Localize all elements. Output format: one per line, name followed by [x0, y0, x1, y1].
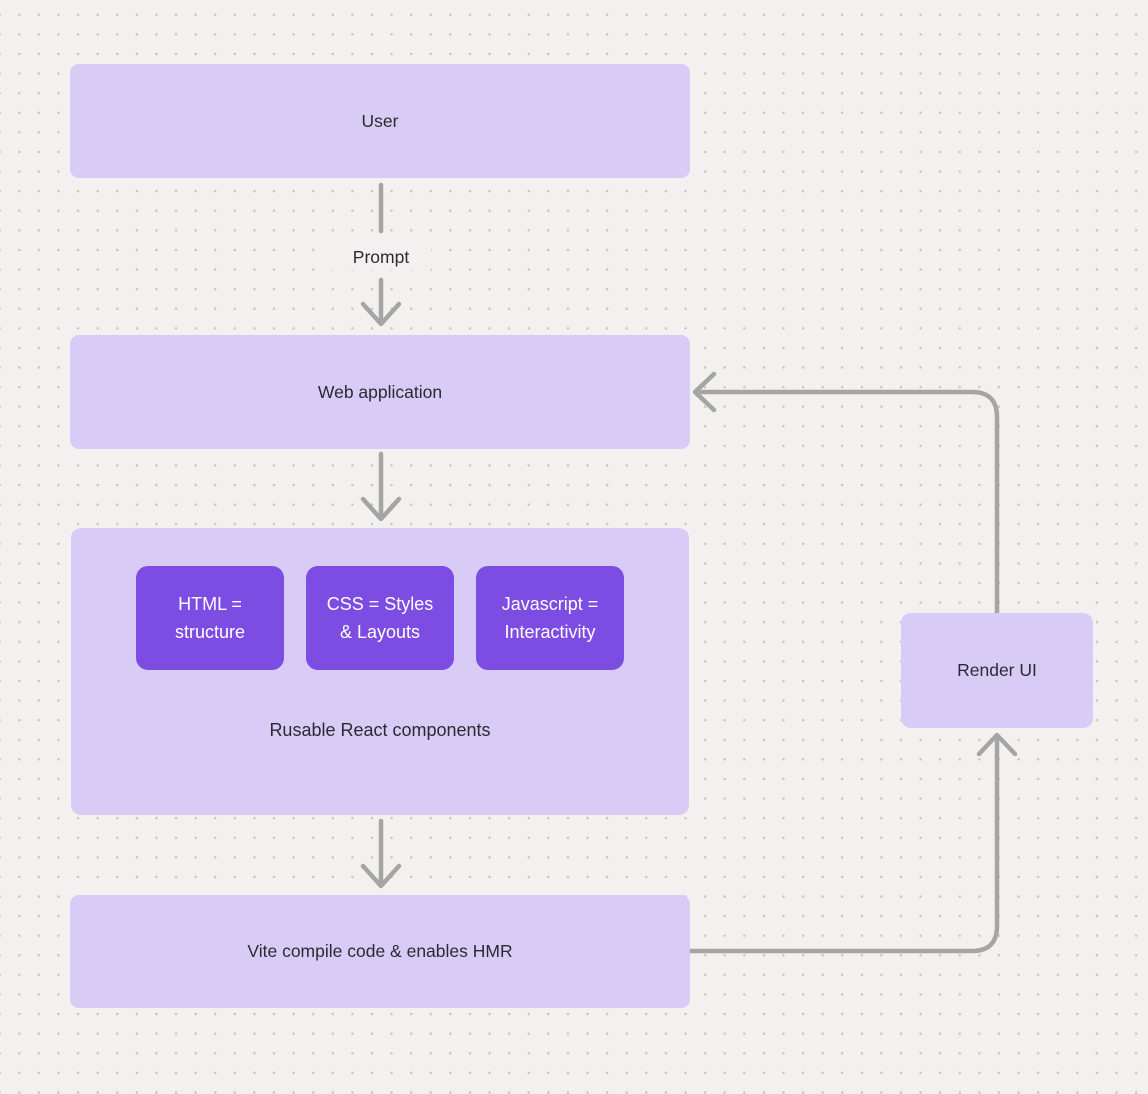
node-render-ui[interactable]: Render UI	[901, 613, 1093, 728]
node-vite-compile[interactable]: Vite compile code & enables HMR	[70, 895, 690, 1008]
arrowhead-down-vite-icon	[360, 863, 402, 889]
node-html-structure-line1: HTML =	[178, 593, 242, 614]
connector-renderui-webapp[interactable]	[698, 389, 1000, 616]
node-web-application[interactable]: Web application	[70, 335, 690, 449]
node-html-structure-line2: structure	[174, 622, 246, 642]
node-user[interactable]: User	[70, 64, 690, 178]
arrowhead-down-components-icon	[360, 496, 402, 522]
node-javascript-interactivity[interactable]: Javascript = Interactivity	[476, 566, 624, 670]
components-chip-row: HTML = structure CSS = Styles & Layouts …	[136, 566, 624, 670]
node-components-group[interactable]: HTML = structure CSS = Styles & Layouts …	[71, 528, 689, 815]
arrowhead-down-webapp-icon	[360, 301, 402, 327]
node-css-styles-line2: & Layouts	[339, 622, 421, 642]
node-css-styles[interactable]: CSS = Styles & Layouts	[306, 566, 454, 670]
node-css-styles-line1: CSS = Styles	[326, 593, 434, 614]
node-vite-compile-label: Vite compile code & enables HMR	[247, 941, 513, 961]
node-render-ui-label: Render UI	[957, 660, 1037, 680]
node-javascript-interactivity-line2: Interactivity	[504, 622, 596, 642]
node-javascript-interactivity-line1: Javascript =	[501, 593, 599, 614]
arrowhead-left-webapp-icon	[692, 371, 717, 413]
components-group-label: Rusable React components	[269, 720, 491, 740]
node-web-application-label: Web application	[317, 381, 443, 402]
node-user-label: User	[361, 110, 399, 131]
edge-label-prompt[interactable]: Prompt	[331, 245, 431, 270]
connector-vite-renderui[interactable]	[687, 737, 1000, 954]
arrowhead-up-renderui-icon	[976, 732, 1018, 757]
node-html-structure[interactable]: HTML = structure	[136, 566, 284, 670]
